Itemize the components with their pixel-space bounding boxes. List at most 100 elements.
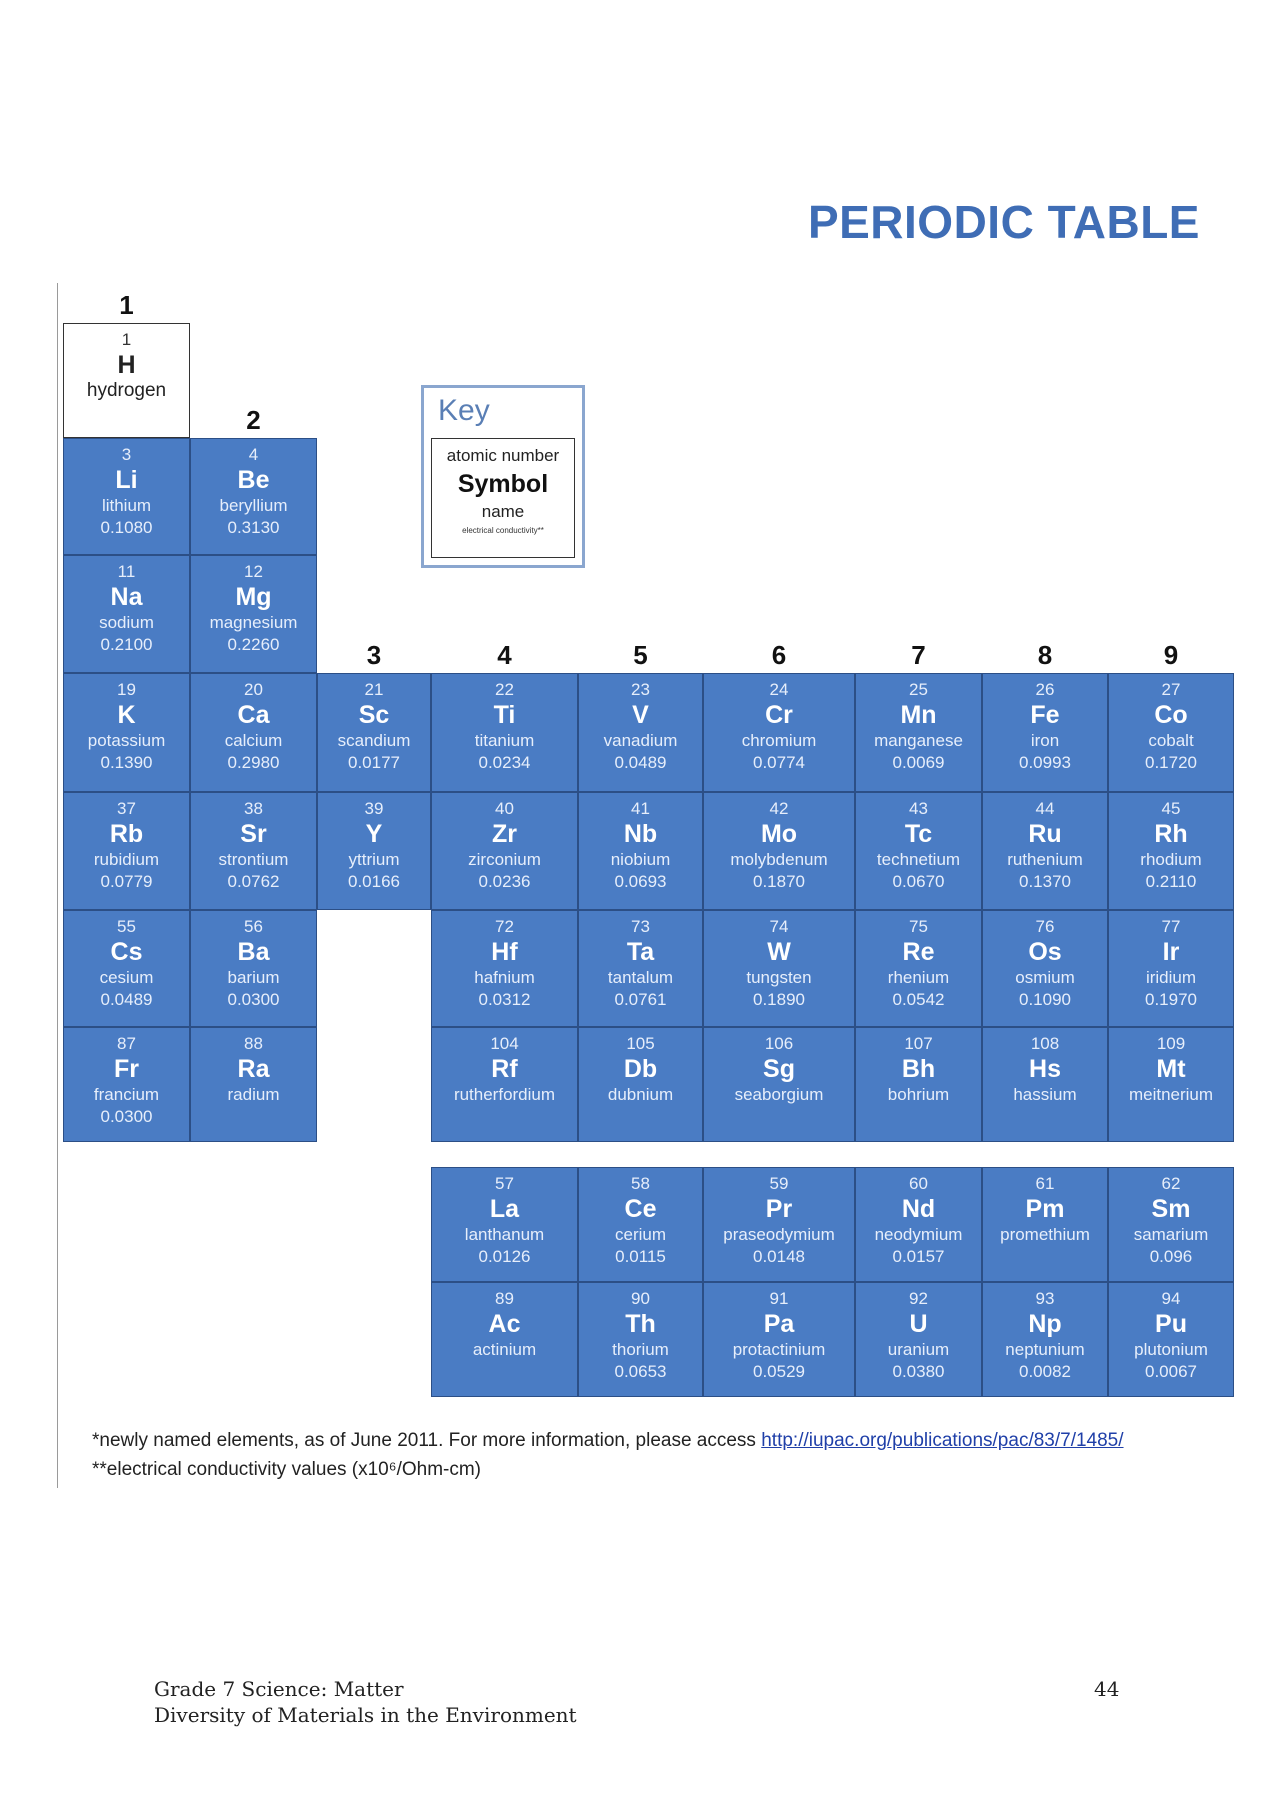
element-atomic-number: 77 (1161, 917, 1181, 936)
element-name: hafnium (474, 968, 535, 987)
key-legend: Key atomic number Symbol name electrical… (421, 385, 585, 568)
element-name: neodymium (874, 1225, 963, 1244)
element-conductivity: 0.0380 (892, 1362, 945, 1381)
element-atomic-number: 60 (909, 1174, 928, 1193)
element-atomic-number: 26 (1035, 680, 1055, 699)
element-atomic-number: 3 (121, 445, 132, 464)
element-symbol: Ti (493, 701, 516, 729)
element-symbol: Mt (1156, 1055, 1186, 1083)
element-atomic-number: 45 (1161, 799, 1181, 818)
element-atomic-number: 58 (631, 1174, 650, 1193)
element-name: osmium (1015, 968, 1075, 987)
element-name: samarium (1133, 1225, 1209, 1244)
left-margin-rule (57, 283, 58, 1488)
element-name: hydrogen (86, 380, 167, 401)
element-conductivity: 0.0670 (892, 872, 945, 891)
group-label-9: 9 (1163, 640, 1179, 670)
group-label-1: 1 (119, 290, 134, 320)
element-conductivity: 0.2980 (227, 753, 280, 772)
element-symbol: Be (237, 466, 270, 494)
element-atomic-number: 22 (495, 680, 514, 699)
key-conductivity: electrical conductivity** (462, 526, 544, 535)
element-name: rubidium (93, 850, 160, 869)
element-name: molybdenum (730, 850, 828, 869)
element-atomic-number: 42 (769, 799, 789, 818)
element-name: tungsten (746, 968, 812, 987)
element-symbol: Cr (765, 701, 793, 729)
element-atomic-number: 20 (244, 680, 263, 699)
element-atomic-number: 19 (117, 680, 136, 699)
element-atomic-number: 62 (1161, 1174, 1181, 1193)
element-symbol: Sm (1151, 1195, 1191, 1223)
element-conductivity: 0.3130 (227, 518, 280, 537)
element-atomic-number: 56 (244, 917, 263, 936)
element-atomic-number: 1 (121, 330, 132, 349)
element-atomic-number: 88 (244, 1034, 263, 1053)
element-conductivity: 0.0779 (100, 872, 153, 891)
element-symbol: Y (365, 820, 383, 848)
element-conductivity: 0.1370 (1019, 872, 1071, 891)
element-atomic-number: 89 (495, 1289, 514, 1308)
element-atomic-number: 38 (244, 799, 263, 818)
element-symbol: Th (625, 1310, 656, 1338)
element-conductivity: 0.1720 (1145, 753, 1197, 772)
element-symbol: Ac (488, 1310, 521, 1338)
element-name: vanadium (603, 731, 678, 750)
element-name: uranium (887, 1340, 950, 1359)
element-symbol: Hf (491, 938, 518, 966)
group-label-5: 5 (633, 640, 648, 670)
footnote-new-elements: *newly named elements, as of June 2011. … (92, 1430, 1124, 1452)
element-conductivity: 0.0166 (348, 872, 400, 891)
element-symbol: Pa (763, 1310, 795, 1338)
element-conductivity: 0.0489 (614, 753, 667, 772)
element-symbol: Hs (1029, 1055, 1061, 1083)
element-symbol: V (632, 701, 649, 729)
element-symbol: La (489, 1195, 520, 1223)
element-symbol: Pr (765, 1195, 793, 1223)
footnote-link[interactable]: http://iupac.org/publications/pac/83/7/1… (761, 1430, 1124, 1451)
element-symbol: Np (1028, 1310, 1062, 1338)
element-name: lithium (101, 496, 152, 515)
element-atomic-number: 55 (117, 917, 136, 936)
element-name: francium (93, 1085, 160, 1104)
element-conductivity: 0.0312 (478, 990, 531, 1009)
element-conductivity: 0.0177 (348, 753, 400, 772)
element-name: actinium (472, 1340, 537, 1359)
element-name: dubnium (607, 1085, 674, 1104)
group-label-2: 2 (246, 405, 261, 435)
footnote-conductivity: **electrical conductivity values (x10⁶/O… (92, 1459, 481, 1480)
element-name: rhodium (1140, 850, 1202, 869)
element-name: rhenium (887, 968, 950, 987)
element-atomic-number: 11 (117, 562, 136, 581)
element-symbol: Fe (1030, 701, 1060, 729)
element-conductivity: 0.0236 (478, 872, 531, 891)
footnote-text: *newly named elements, as of June 2011. … (92, 1430, 756, 1451)
element-atomic-number: 91 (769, 1289, 789, 1308)
element-conductivity: 0.0300 (100, 1107, 153, 1126)
element-name: scandium (337, 731, 411, 750)
element-name: promethium (1000, 1225, 1090, 1244)
element-conductivity: 0.0774 (753, 753, 805, 772)
element-name: ruthenium (1007, 850, 1083, 869)
element-name: cerium (614, 1225, 666, 1244)
element-conductivity: 0.0115 (615, 1247, 666, 1266)
element-conductivity: 0.1890 (753, 990, 805, 1009)
element-name: iridium (1145, 968, 1197, 987)
element-atomic-number: 94 (1161, 1289, 1181, 1308)
footer-unit: Diversity of Materials in the Environmen… (154, 1703, 577, 1727)
element-name: neptunium (1005, 1340, 1085, 1359)
element-name: technetium (876, 850, 961, 869)
